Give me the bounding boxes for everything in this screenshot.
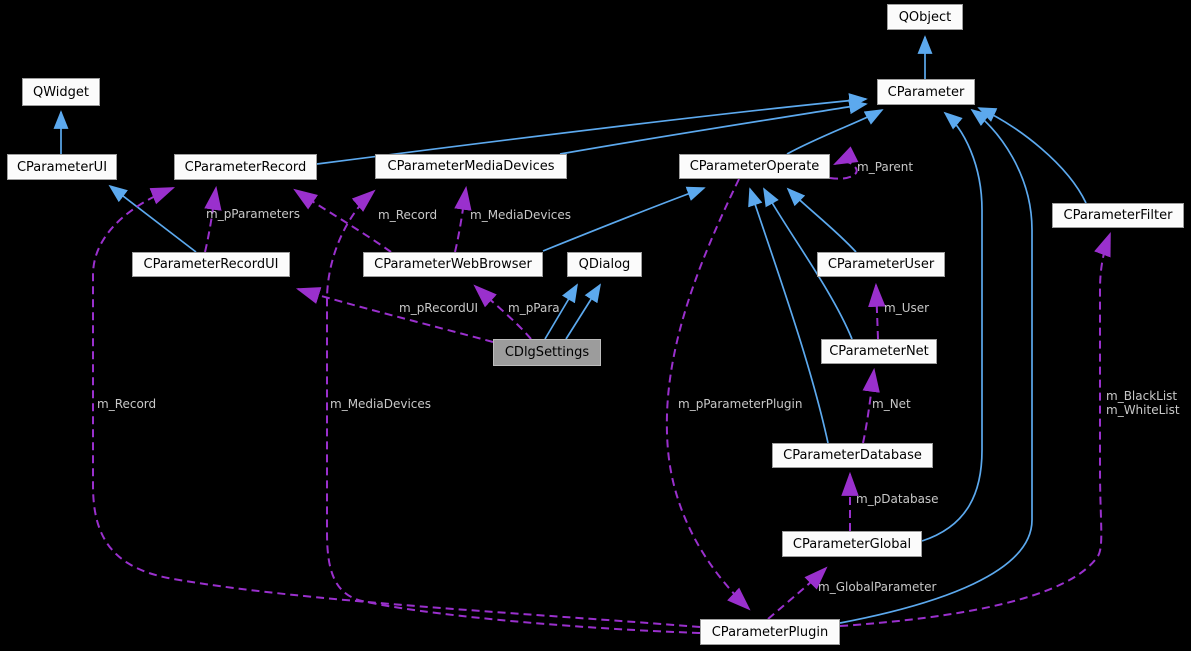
node-cparameterui[interactable]: CParameterUI [7,154,117,180]
edge-dlgsettings-recordui-m-precordui [295,287,494,343]
node-cparameternet[interactable]: CParameterNet [821,339,937,364]
edge-label-m-pparameterplugin: m_pParameterPlugin [678,397,803,411]
edge-filter-cparameter [977,107,1087,204]
edge-webbrowser-record-m-record [293,188,392,253]
node-cdlgsettings[interactable]: CDlgSettings [493,339,601,366]
edge-label-m-user: m_User [884,301,930,315]
edge-operate-self-m-parent [829,146,859,180]
edge-label-m-net: m_Net [872,397,911,411]
edge-label-m-parent: m_Parent [857,160,914,174]
node-cparameterrecordui[interactable]: CParameterRecordUI [132,252,290,277]
edge-user-operate [786,187,857,253]
edge-recordui-record-m-pparameters [204,185,222,253]
edge-label-m-pparameters: m_pParameters [206,207,300,221]
edge-dlgsettings-webbrowser-m-ppara [473,284,532,340]
node-cparameter[interactable]: CParameter [877,79,975,105]
edge-label-m-ppara: m_pPara [508,301,560,315]
edge-mediadevices-cparameter [559,99,868,155]
edge-label-m-record-mid: m_Record [378,208,438,222]
edge-recordui-cparameterui [108,184,197,253]
edge-webbrowser-mediadevices-m-mediadevices [454,185,472,253]
edge-operate-cparameter [786,109,884,155]
edge-plugin-filter-m-blacklist-whitelist [839,231,1111,627]
node-cparameterglobal[interactable]: CParameterGlobal [782,531,922,557]
node-cparameteruser[interactable]: CParameterUser [817,252,945,277]
edge-operate-plugin-m-pparameterplugin [665,178,751,611]
node-qobject[interactable]: QObject [887,4,963,30]
edge-net-operate [763,187,853,340]
edge-label-m-pdatabase: m_pDatabase [856,492,939,506]
node-qdialog[interactable]: QDialog [567,252,642,277]
edge-label-m-mediadevices-left: m_MediaDevices [330,397,432,411]
edge-label-m-globalparameter: m_GlobalParameter [818,580,937,594]
node-cparameterwebbrowser[interactable]: CParameterWebBrowser [363,252,543,277]
edge-label-m-mediadevices-mid: m_MediaDevices [470,208,572,222]
edge-database-operate [748,187,829,444]
edge-label-m-blacklist: m_BlackList [1106,389,1178,403]
edge-plugin-record-m-record [92,187,701,628]
edge-global-cparameter [921,111,983,542]
node-cparametermediadevices[interactable]: CParameterMediaDevices [375,154,567,179]
edge-label-m-record-left: m_Record [97,397,157,411]
node-cparameteroperate[interactable]: CParameterOperate [679,154,830,179]
edge-database-net-m-net [862,367,880,444]
edge-plugin-mediadevices-m-mediadevices [326,189,701,634]
node-qwidget[interactable]: QWidget [22,78,100,106]
edge-plugin-cparameter [839,108,1033,624]
edge-dlgsettings-qdialog-1 [544,283,578,340]
edge-plugin-global-m-globalparameter [767,566,828,620]
edge-webbrowser-operate [542,186,706,252]
node-cparameterplugin[interactable]: CParameterPlugin [700,619,840,645]
edge-net-user-m-user [868,282,886,340]
edge-label-m-whitelist: m_WhiteList [1106,403,1180,417]
node-cparameterrecord[interactable]: CParameterRecord [174,154,317,180]
edge-dlgsettings-qdialog-2 [565,283,601,340]
node-cparameterdatabase[interactable]: CParameterDatabase [772,443,933,468]
node-cparameterfilter[interactable]: CParameterFilter [1052,203,1184,228]
edge-label-m-precordui: m_pRecordUI [399,301,479,315]
